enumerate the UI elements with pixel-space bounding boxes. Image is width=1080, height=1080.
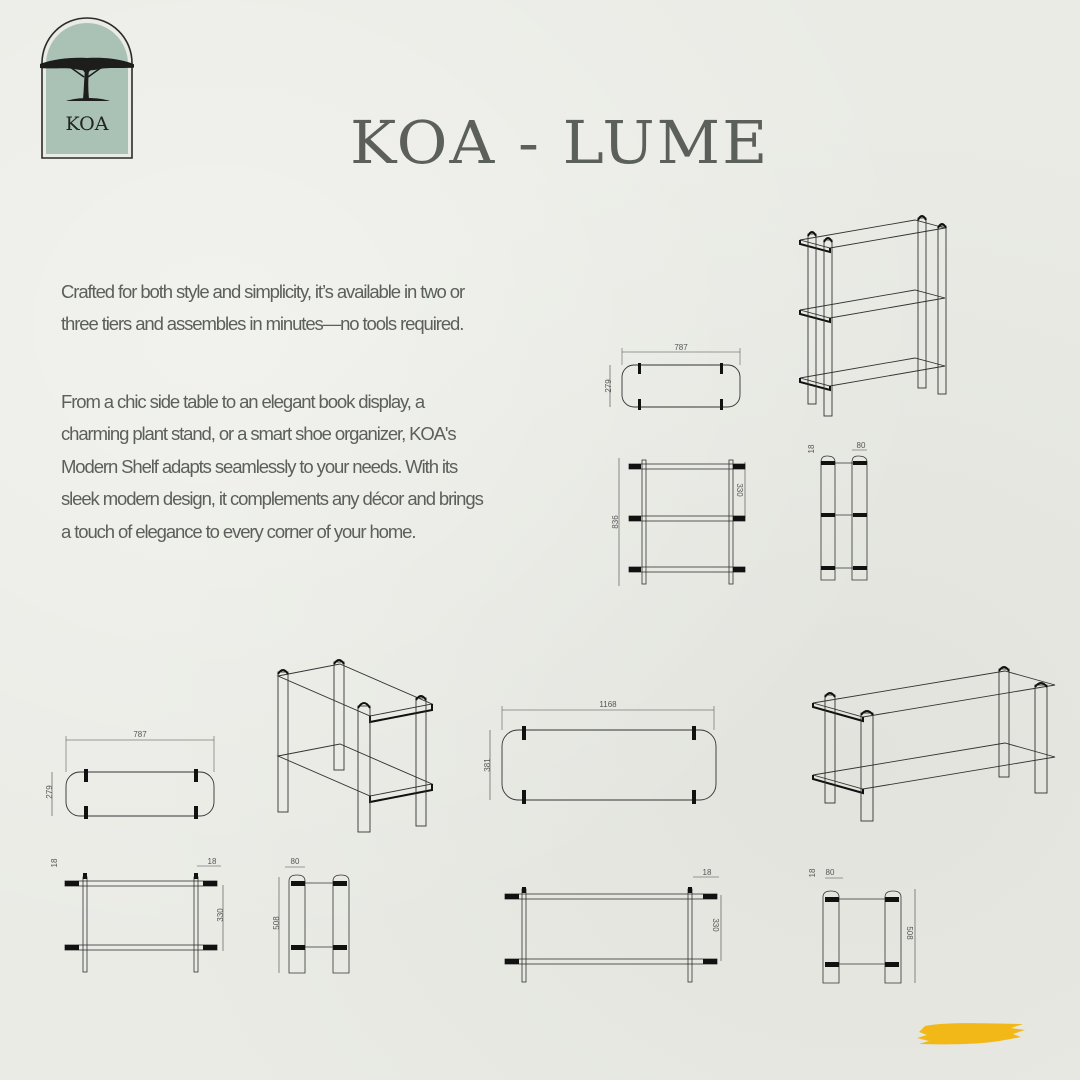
two-tier-wide-front-view-drawing: 18 330 xyxy=(495,865,730,985)
svg-text:836: 836 xyxy=(611,515,620,529)
three-tier-isometric-drawing xyxy=(790,210,970,420)
svg-text:508: 508 xyxy=(272,916,281,930)
three-tier-top-view-drawing: 787 279 xyxy=(600,343,750,413)
logo-text: KOA xyxy=(66,113,109,135)
svg-text:18: 18 xyxy=(50,858,59,867)
svg-text:18: 18 xyxy=(807,444,816,453)
description-paragraph-1: Crafted for both style and simplicity, i… xyxy=(61,281,465,335)
svg-text:787: 787 xyxy=(674,343,688,352)
svg-text:80: 80 xyxy=(826,868,835,877)
svg-text:279: 279 xyxy=(45,785,54,799)
two-tier-small-isometric-drawing xyxy=(270,658,440,838)
koa-logo: KOA xyxy=(32,17,140,159)
svg-text:1168: 1168 xyxy=(599,700,617,709)
two-tier-wide-top-view-drawing: 1168 381 xyxy=(478,698,723,808)
three-tier-side-view-drawing: 18 80 xyxy=(805,440,875,585)
description-paragraph-2: From a chic side table to an elegant boo… xyxy=(61,391,484,542)
svg-text:508: 508 xyxy=(905,926,914,940)
svg-text:787: 787 xyxy=(133,730,147,739)
svg-text:330: 330 xyxy=(216,908,225,922)
svg-text:18: 18 xyxy=(808,868,817,877)
three-tier-front-view-drawing: 836 330 xyxy=(605,450,755,590)
svg-text:80: 80 xyxy=(857,441,866,450)
two-tier-wide-isometric-drawing xyxy=(805,655,1065,830)
two-tier-small-side-view-drawing: 80 508 xyxy=(265,855,360,980)
two-tier-wide-side-view-drawing: 18 80 508 xyxy=(805,865,920,990)
two-tier-small-front-view-drawing: 18 18 330 xyxy=(45,855,235,975)
svg-text:381: 381 xyxy=(483,758,492,772)
svg-text:18: 18 xyxy=(703,868,712,877)
acacia-tree-icon xyxy=(32,57,140,101)
svg-text:330: 330 xyxy=(735,483,744,497)
svg-text:80: 80 xyxy=(291,857,300,866)
svg-text:279: 279 xyxy=(604,379,613,393)
page-title: KOA - LUME xyxy=(350,107,770,178)
svg-text:18: 18 xyxy=(208,857,217,866)
two-tier-small-top-view-drawing: 787 279 xyxy=(38,728,223,823)
svg-text:330: 330 xyxy=(711,918,720,932)
yellow-brush-stroke-icon xyxy=(915,1020,1027,1048)
